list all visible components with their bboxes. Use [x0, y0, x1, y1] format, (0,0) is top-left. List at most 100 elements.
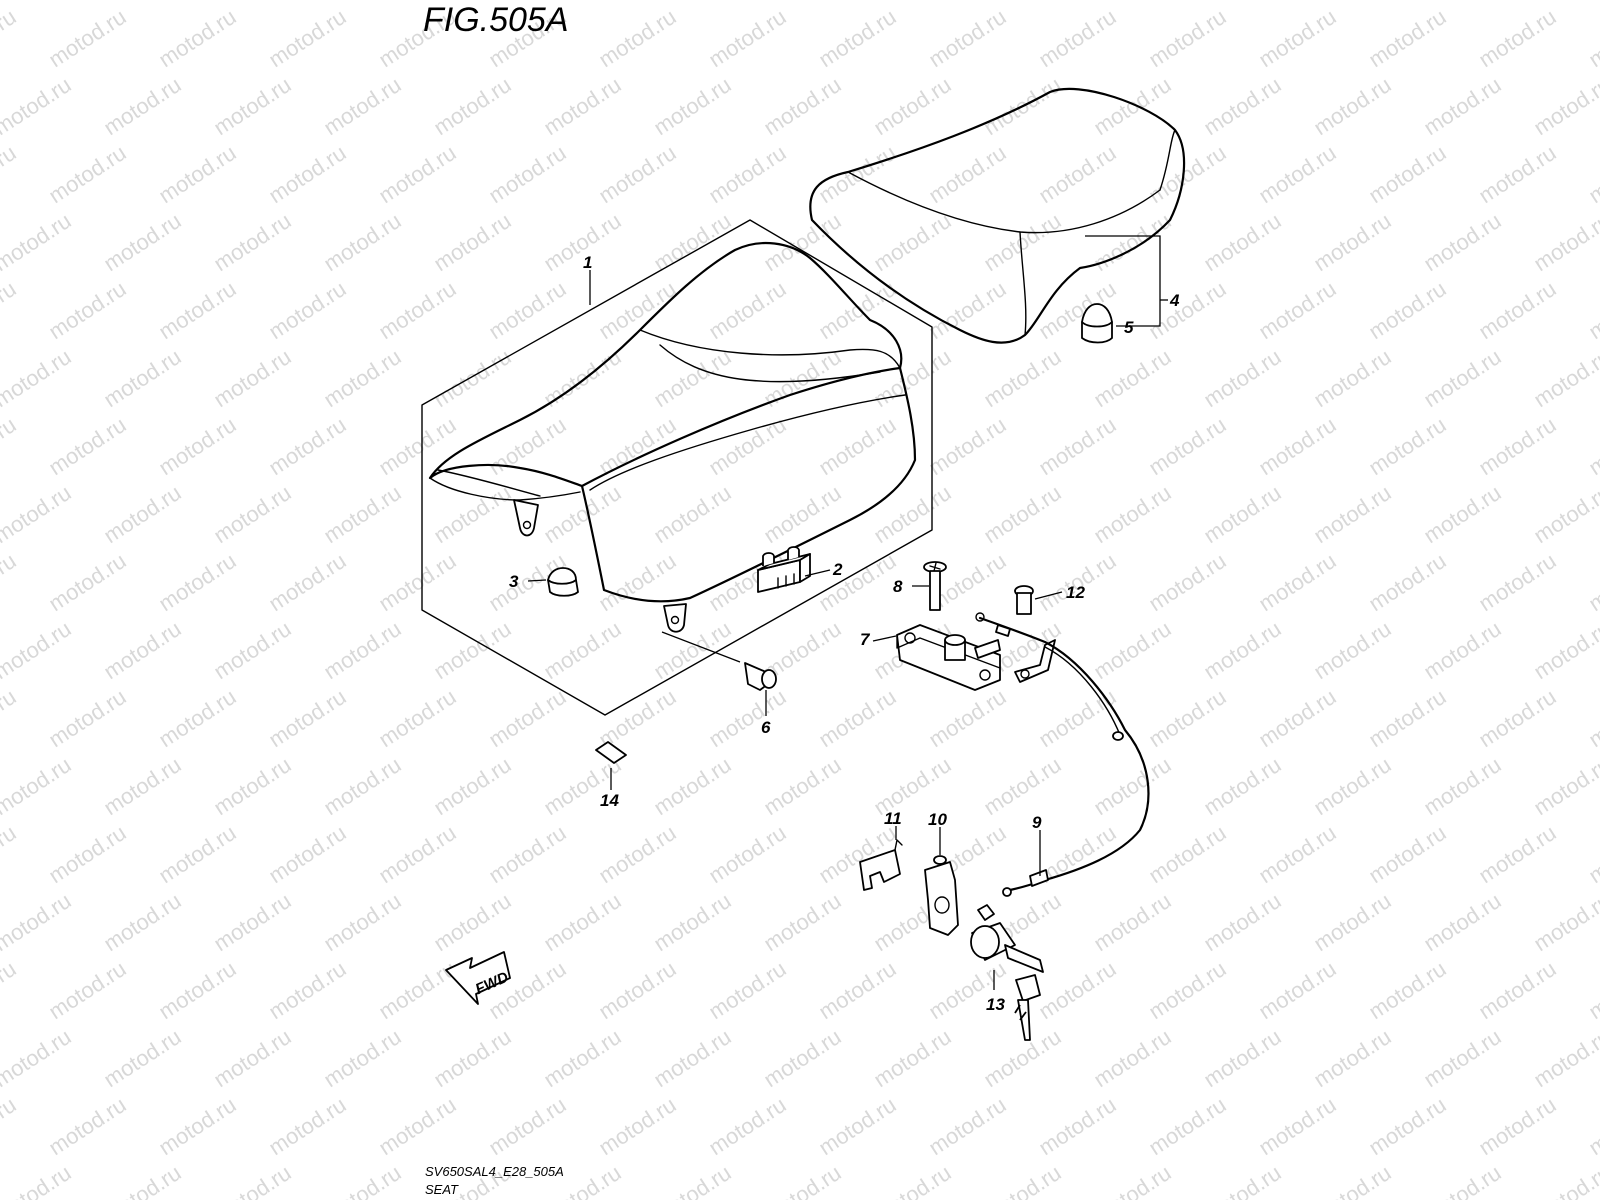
watermark-text: motod.ru: [1199, 616, 1285, 684]
watermark-text: motod.ru: [1364, 412, 1450, 480]
watermark-text: motod.ru: [0, 344, 76, 412]
watermark-text: motod.ru: [814, 684, 900, 752]
watermark-text: motod.ru: [319, 0, 405, 4]
watermark-text: motod.ru: [319, 888, 405, 956]
watermark-text: motod.ru: [594, 956, 680, 1024]
watermark-text: motod.ru: [1419, 208, 1505, 276]
watermark-text: motod.ru: [1419, 480, 1505, 548]
watermark-text: motod.ru: [1419, 616, 1505, 684]
watermark-text: motod.ru: [649, 1024, 735, 1092]
lock-bracket-part-10: [924, 855, 959, 936]
callout-11: 11: [884, 809, 902, 828]
watermark-text: motod.ru: [1474, 140, 1560, 208]
watermark-text: motod.ru: [1089, 0, 1175, 4]
watermark-text: motod.ru: [869, 480, 955, 548]
watermark-text: motod.ru: [1529, 888, 1600, 956]
watermark-text: motod.ru: [429, 208, 515, 276]
callout-6: 6: [761, 718, 771, 737]
watermark-text: motod.ru: [0, 684, 21, 752]
watermark-text: motod.ru: [0, 1024, 76, 1092]
watermark-text: motod.ru: [1309, 0, 1395, 4]
watermark-text: motod.ru: [1584, 276, 1600, 344]
watermark-text: motod.ru: [1474, 684, 1560, 752]
watermark-text: motod.ru: [264, 412, 350, 480]
watermark-text: motod.ru: [99, 752, 185, 820]
watermark-text: motod.ru: [0, 956, 21, 1024]
watermark-text: motod.ru: [1144, 1092, 1230, 1160]
watermark-text: motod.ru: [99, 0, 185, 4]
watermark-text: motod.ru: [99, 72, 185, 140]
watermark-text: motod.ru: [0, 1160, 76, 1200]
callout-8: 8: [893, 577, 903, 596]
watermark-text: motod.ru: [1309, 480, 1395, 548]
watermark-text: motod.ru: [209, 0, 295, 4]
watermark-text: motod.ru: [1419, 0, 1505, 4]
cable-bracket: [1014, 639, 1056, 683]
watermark-text: motod.ru: [1034, 684, 1120, 752]
watermark-text: motod.ru: [979, 0, 1065, 4]
watermark-text: motod.ru: [99, 1160, 185, 1200]
watermark-text: motod.ru: [539, 72, 625, 140]
watermark-text: motod.ru: [1364, 1092, 1450, 1160]
watermark-text: motod.ru: [264, 276, 350, 344]
watermark-text: motod.ru: [99, 888, 185, 956]
watermark-text: motod.ru: [1089, 616, 1175, 684]
watermark-text: motod.ru: [44, 684, 130, 752]
watermark-text: motod.ru: [484, 140, 570, 208]
watermark-text: motod.ru: [374, 548, 460, 616]
watermark-text: motod.ru: [649, 888, 735, 956]
watermark-text: motod.ru: [869, 344, 955, 412]
watermark-text: motod.ru: [1144, 548, 1230, 616]
watermark-text: motod.ru: [924, 412, 1010, 480]
watermark-text: motod.ru: [1529, 1160, 1600, 1200]
watermark-text: motod.ru: [264, 684, 350, 752]
watermark-text: motod.ru: [154, 412, 240, 480]
watermark-text: motod.ru: [1089, 480, 1175, 548]
watermark-text: motod.ru: [649, 208, 735, 276]
watermark-text: motod.ru: [704, 684, 790, 752]
watermark-text: motod.ru: [319, 72, 405, 140]
watermark-text: motod.ru: [374, 276, 460, 344]
watermark-text: motod.ru: [374, 1092, 460, 1160]
watermark-text: motod.ru: [1584, 4, 1600, 72]
watermark-text: motod.ru: [1034, 4, 1120, 72]
watermark-text: motod.ru: [319, 1024, 405, 1092]
watermark-text: motod.ru: [264, 548, 350, 616]
watermark-text: motod.ru: [1199, 752, 1285, 820]
watermark-text: motod.ru: [0, 276, 21, 344]
watermark-text: motod.ru: [1089, 1160, 1175, 1200]
watermark-text: motod.ru: [0, 480, 76, 548]
watermark-text: motod.ru: [1254, 140, 1340, 208]
clip-part-11: [859, 839, 903, 891]
watermark-text: motod.ru: [1199, 888, 1285, 956]
watermark-text: motod.ru: [1254, 820, 1340, 888]
watermark-text: motod.ru: [1144, 276, 1230, 344]
watermark-text: motod.ru: [44, 1092, 130, 1160]
watermark-text: motod.ru: [44, 548, 130, 616]
watermark-text: motod.ru: [1309, 616, 1395, 684]
watermark-text: motod.ru: [1364, 548, 1450, 616]
watermark-text: motod.ru: [1474, 548, 1560, 616]
watermark-text: motod.ru: [979, 1024, 1065, 1092]
watermark-text: motod.ru: [1419, 752, 1505, 820]
watermark-text: motod.ru: [869, 72, 955, 140]
watermark-text: motod.ru: [1529, 208, 1600, 276]
watermark-text: motod.ru: [1529, 344, 1600, 412]
watermark-text: motod.ru: [264, 956, 350, 1024]
watermark-text: motod.ru: [264, 820, 350, 888]
key-cylinder-part-13: [970, 904, 1044, 1041]
watermark-text: motod.ru: [1199, 344, 1285, 412]
watermark-text: motod.ru: [1144, 412, 1230, 480]
watermark-text: motod.ru: [979, 752, 1065, 820]
watermark-text: motod.ru: [484, 276, 570, 344]
watermark-text: motod.ru: [44, 4, 130, 72]
watermark-text: motod.ru: [1254, 412, 1340, 480]
watermark-text: motod.ru: [814, 1092, 900, 1160]
watermark-text: motod.ru: [319, 616, 405, 684]
watermark-text: motod.ru: [1529, 0, 1600, 4]
watermark-text: motod.ru: [319, 480, 405, 548]
watermark-text: motod.ru: [44, 956, 130, 1024]
assembly-outline-box: [421, 219, 933, 716]
